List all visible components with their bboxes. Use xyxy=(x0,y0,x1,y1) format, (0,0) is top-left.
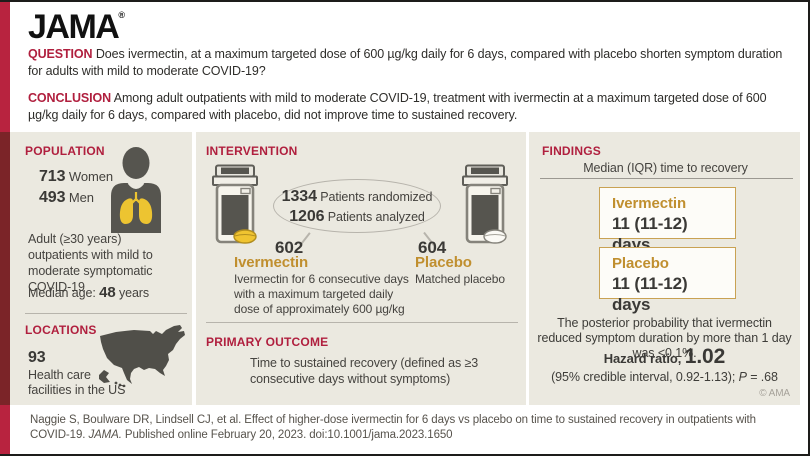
randomized-count: 1334 xyxy=(281,188,317,205)
median-age-value: 48 xyxy=(99,284,116,301)
conclusion-text: Among adult outpatients with mild to mod… xyxy=(28,91,767,122)
jama-logo: JAMA® xyxy=(28,8,125,47)
analyzed-label: Patients analyzed xyxy=(324,210,425,224)
findings-subtitle: Median (IQR) time to recovery xyxy=(583,161,748,175)
accent-bar-top xyxy=(0,2,10,132)
findings-subtitle-rule xyxy=(540,178,793,179)
ivermectin-arm-description: Ivermectin for 6 consecutive days with a… xyxy=(234,272,409,317)
women-count: 713 xyxy=(39,168,66,185)
women-label: Women xyxy=(68,169,113,184)
men-count: 493 xyxy=(39,189,66,206)
posterior-probability-text: The posterior probability that ivermecti… xyxy=(537,316,792,360)
placebo-arm-count: 604 xyxy=(418,238,447,257)
findings-panel: FINDINGS Median (IQR) time to recovery I… xyxy=(529,132,800,405)
question-label: QUESTION xyxy=(28,47,93,61)
primary-outcome-title: PRIMARY OUTCOME xyxy=(206,335,329,349)
ivermectin-result-group: Ivermectin xyxy=(612,195,687,212)
p-value: = .68 xyxy=(746,370,778,384)
placebo-result-group: Placebo xyxy=(612,255,669,272)
us-map-icon xyxy=(99,325,185,387)
jama-logo-text: JAMA xyxy=(28,8,120,46)
citation-part1: Naggie S, Boulware DR, Lindsell CJ, et a… xyxy=(30,414,756,442)
hazard-ratio-value: 1.02 xyxy=(684,345,726,368)
randomized-label: Patients randomized xyxy=(316,190,433,204)
ama-copyright: © AMA xyxy=(759,388,790,399)
locations-stat: 93 Health care facilities in the US xyxy=(28,348,125,398)
ivermectin-arm-name: Ivermectin xyxy=(234,254,309,271)
locations-line2: facilities in the US xyxy=(28,383,126,397)
population-description: Adult (≥30 years) outpatients with mild … xyxy=(28,232,153,294)
locations-title: LOCATIONS xyxy=(25,323,97,337)
accent-bar-middle xyxy=(0,132,10,405)
conclusion-paragraph: CONCLUSION Among adult outpatients with … xyxy=(28,90,790,123)
citation: Naggie S, Boulware DR, Lindsell CJ, et a… xyxy=(30,413,792,443)
randomized-row: 1334 Patients randomized xyxy=(274,187,440,207)
primary-outcome-text: Time to sustained recovery (defined as ≥… xyxy=(250,356,479,386)
credible-interval-text: (95% credible interval, 0.92-1.13); xyxy=(551,370,739,384)
population-title: POPULATION xyxy=(25,144,105,158)
question-text: Does ivermectin, at a maximum targeted d… xyxy=(28,47,783,78)
patients-ellipse: 1334 Patients randomized 1206 Patients a… xyxy=(273,179,441,233)
placebo-arm-name: Placebo xyxy=(415,254,472,271)
men-stat: 493 Men xyxy=(39,187,113,208)
citation-part2: Published online February 20, 2023. doi:… xyxy=(121,429,453,442)
analyzed-count: 1206 xyxy=(289,208,325,225)
pill-bottle-ivermectin-icon xyxy=(212,164,258,244)
placebo-result-value: 11 (11-12) days xyxy=(612,274,688,314)
locations-line1: Health care xyxy=(28,368,91,382)
analyzed-row: 1206 Patients analyzed xyxy=(274,207,440,227)
placebo-arm-description: Matched placebo xyxy=(415,272,505,286)
question-paragraph: QUESTION Does ivermectin, at a maximum t… xyxy=(28,46,790,79)
p-label: P xyxy=(738,370,747,384)
ivermectin-arm-count: 602 xyxy=(275,238,304,257)
registered-mark: ® xyxy=(118,10,125,20)
hazard-ratio-line: Hazard ratio, 1.02 xyxy=(529,345,800,369)
population-panel: POPULATION 713 Women 493 Men Adult (≥30 … xyxy=(10,132,192,405)
conclusion-label: CONCLUSION xyxy=(28,91,112,105)
hazard-ratio-label: Hazard ratio, xyxy=(603,351,685,366)
locations-count: 93 xyxy=(28,349,46,366)
pill-bottle-placebo-icon xyxy=(462,164,508,244)
placebo-result-box: Placebo 11 (11-12) days xyxy=(599,247,736,314)
men-label: Men xyxy=(68,190,94,205)
citation-journal: JAMA. xyxy=(88,429,122,442)
population-stats: 713 Women 493 Men xyxy=(39,166,113,208)
intervention-title: INTERVENTION xyxy=(206,144,298,158)
intervention-outcome-divider xyxy=(206,322,518,323)
findings-title: FINDINGS xyxy=(542,144,601,158)
intervention-panel: INTERVENTION 1334 Patients randomized 12… xyxy=(196,132,526,405)
ivermectin-result-box: Ivermectin 11 (11-12) days xyxy=(599,187,736,254)
population-locations-divider xyxy=(25,313,187,314)
median-age: Median age: 48 years xyxy=(28,284,149,301)
credible-interval-line: (95% credible interval, 0.92-1.13); P = … xyxy=(529,370,800,384)
median-age-label: Median age: xyxy=(28,286,100,300)
accent-bar-bottom xyxy=(0,405,10,454)
women-stat: 713 Women xyxy=(39,166,113,187)
median-age-unit: years xyxy=(115,286,150,300)
person-lungs-icon xyxy=(111,147,161,233)
